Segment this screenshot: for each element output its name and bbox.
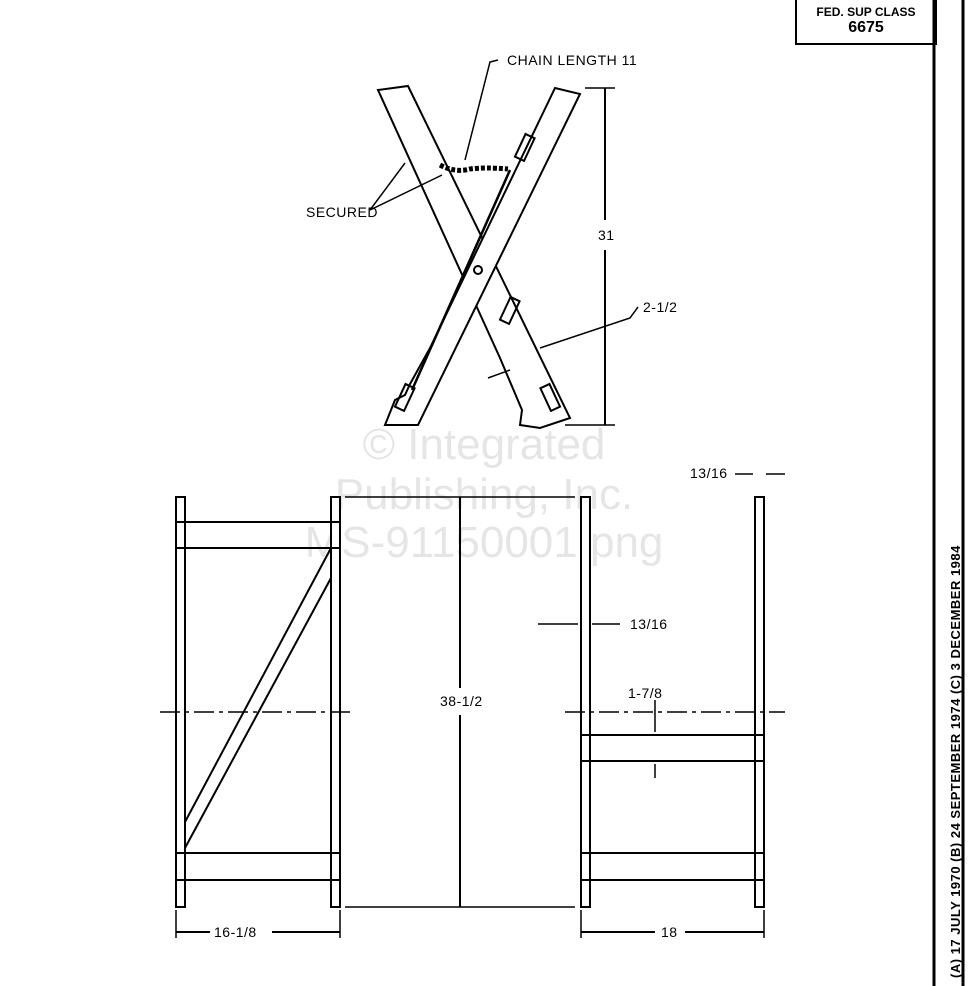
side-crossbar-bottom — [580, 852, 765, 881]
fed-sup-class-label: FED. SUP CLASS — [816, 5, 916, 19]
front-crossbar-top — [175, 521, 341, 549]
revision-dates: (A) 17 JULY 1970 (B) 24 SEPTEMBER 1974 (… — [948, 545, 963, 978]
chain-label: CHAIN LENGTH 11 — [507, 52, 638, 68]
side-crossbar-middle — [580, 734, 765, 762]
leg-thickness-dimension: 13/16 — [630, 616, 668, 632]
side-leg-left — [580, 496, 591, 908]
front-width-dimension: 16-1/8 — [214, 924, 257, 940]
hinge — [393, 382, 416, 413]
height-dimension: 31 — [598, 227, 615, 243]
side-width-dimension: 18 — [661, 924, 678, 940]
pivot-bolt — [473, 265, 483, 275]
hinge — [539, 382, 562, 413]
fed-sup-class-number: 6675 — [848, 19, 884, 36]
watermark-line-1: © Integrated — [362, 420, 606, 469]
chain-line — [410, 169, 512, 391]
hinge — [513, 132, 536, 163]
hinge — [498, 295, 521, 326]
side-leg-right — [754, 496, 765, 908]
secured-label: SECURED — [306, 204, 378, 220]
top-thickness-dimension: 13/16 — [690, 465, 728, 481]
board-width-dimension: 2-1/2 — [643, 299, 678, 315]
title-block: FED. SUP CLASS 6675 — [795, 0, 937, 45]
watermark-line-3: MS-91150001.png — [304, 518, 664, 567]
front-leg-left — [175, 496, 186, 908]
front-leg-right — [330, 496, 341, 908]
diagonal-brace — [184, 547, 332, 823]
overall-height-dimension: 38-1/2 — [440, 693, 483, 709]
bar-width-dimension: 1-7/8 — [628, 685, 663, 701]
chain — [438, 162, 509, 173]
front-crossbar-bottom — [175, 852, 341, 881]
